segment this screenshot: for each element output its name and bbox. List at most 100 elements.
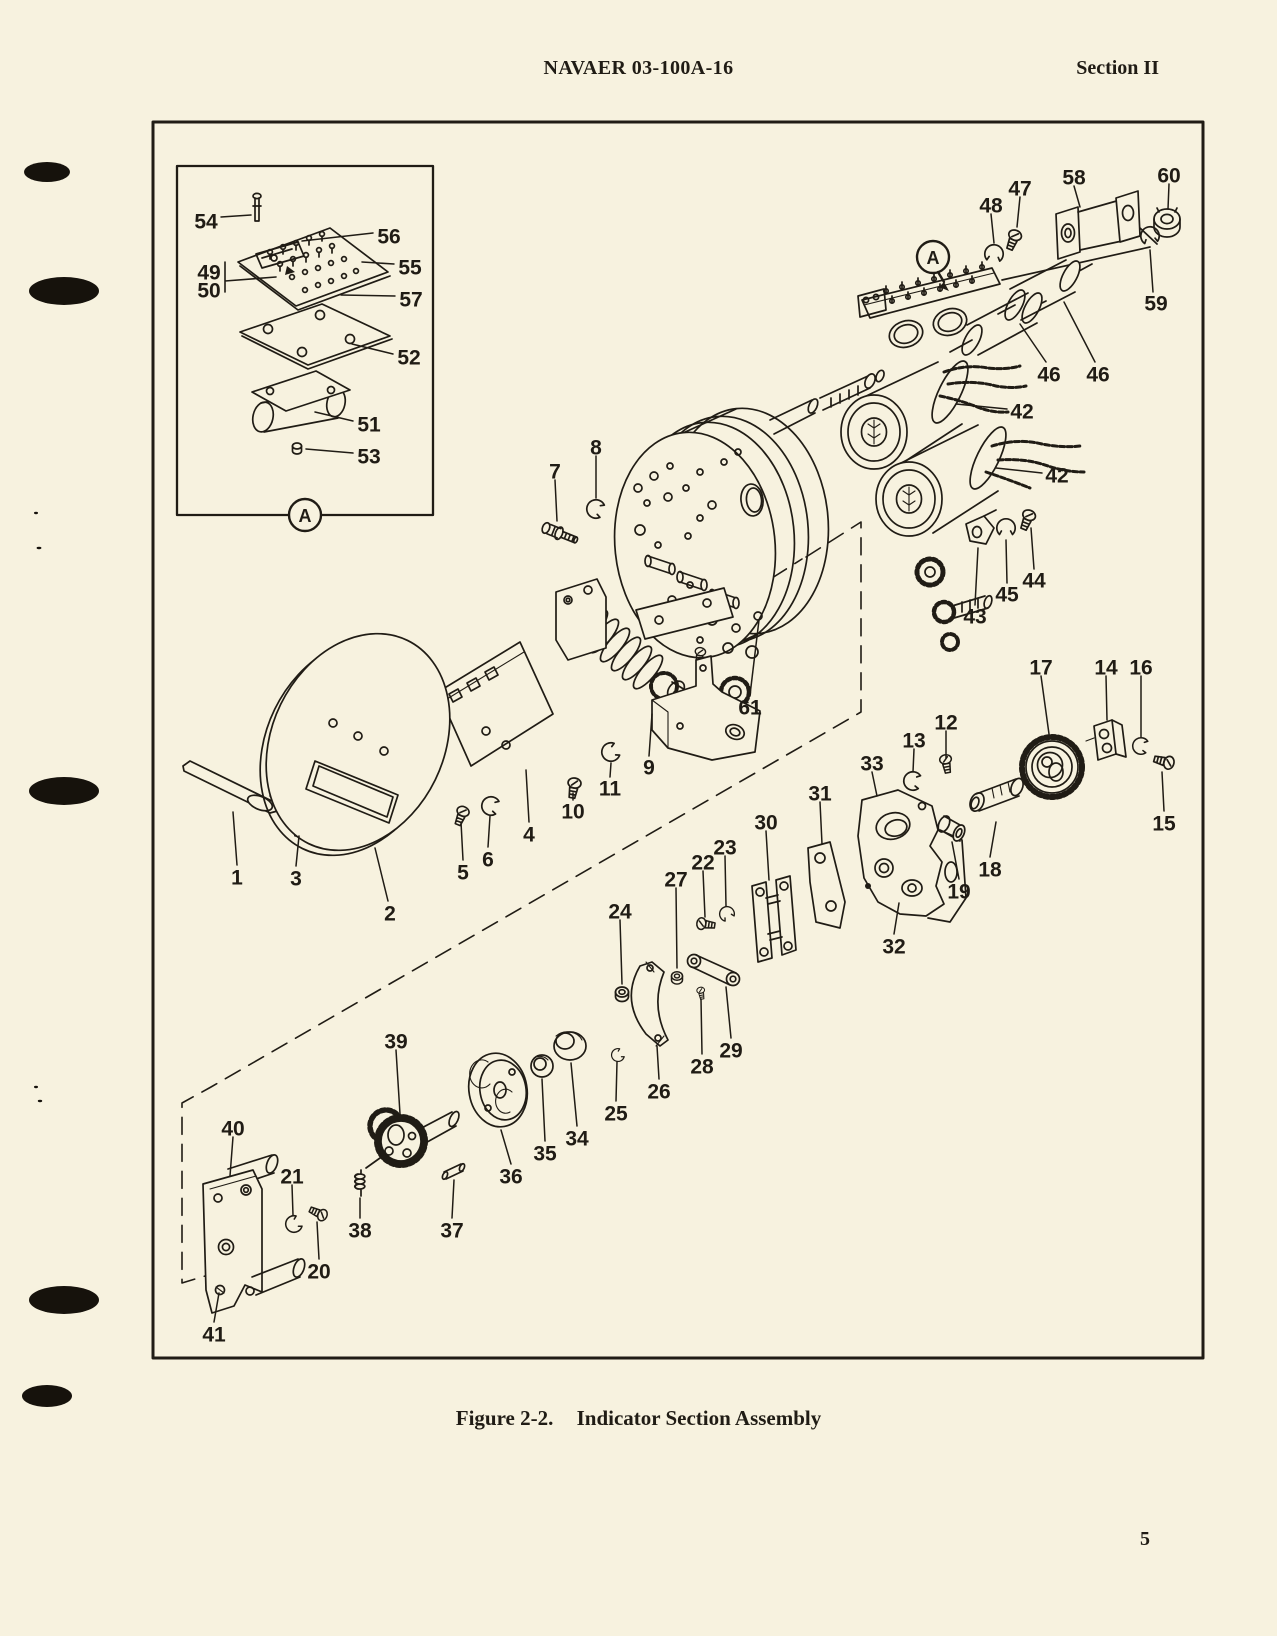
callout-55: 55 (398, 257, 422, 280)
leader-2 (374, 847, 389, 902)
callout-59: 59 (1144, 293, 1167, 316)
part-28-screw (695, 986, 707, 1001)
callout-20: 20 (307, 1261, 330, 1284)
callout-52: 52 (397, 347, 420, 370)
part-35-ring (530, 1054, 554, 1078)
detail-a-arrow (936, 270, 949, 291)
part-46-coil-tubes (949, 259, 1093, 356)
leader-53 (305, 448, 354, 454)
callout-43: 43 (963, 606, 986, 629)
part-18-coupling (969, 777, 1024, 812)
leader-5 (460, 821, 464, 861)
leader-42 (995, 467, 1043, 474)
leader-60 (1167, 183, 1170, 210)
part-11-retainer (597, 740, 622, 766)
callout-54: 54 (194, 211, 218, 234)
part-47-screw (1002, 227, 1024, 253)
callout-34: 34 (565, 1128, 589, 1151)
part-55-terminal-board (237, 227, 391, 311)
leader-44 (1030, 527, 1035, 570)
part-51-lamp-clamp (251, 370, 351, 433)
part-20-screw (306, 1203, 330, 1224)
part-52-insulator-plate (239, 303, 393, 370)
callout-23: 23 (713, 837, 736, 860)
part-60-nut (1153, 207, 1181, 238)
leader-56 (301, 232, 374, 242)
leader-58 (1073, 185, 1081, 208)
section-label: Section II (1076, 57, 1159, 79)
callout-53: 53 (357, 446, 380, 469)
leader-59 (1149, 249, 1154, 293)
leader-52 (351, 343, 394, 355)
part-54-pin (252, 192, 262, 222)
leader-37 (451, 1179, 455, 1219)
leader-27 (675, 887, 678, 969)
callout-42: 42 (1010, 401, 1033, 424)
figure-border (151, 120, 1205, 1360)
part-16-retainer (1130, 735, 1149, 756)
part-53-nut (291, 442, 303, 455)
callout-5: 5 (457, 862, 469, 885)
leader-46 (1063, 301, 1096, 363)
leader-21 (291, 1184, 294, 1216)
leader-39 (395, 1049, 401, 1115)
standoff-pins (644, 554, 740, 610)
part-6-retainer (478, 793, 501, 818)
callout-21: 21 (280, 1166, 304, 1189)
leader-23 (724, 855, 727, 907)
leader-26 (656, 1045, 660, 1080)
leader-51 (314, 411, 354, 422)
part-24-nut (614, 986, 630, 1003)
leader-15 (1161, 771, 1165, 812)
leader-28 (700, 998, 703, 1055)
leader-7 (554, 479, 558, 522)
part-17-gear (1019, 734, 1085, 800)
callout-50: 50 (197, 280, 220, 303)
part-42-motor-lower (875, 424, 1086, 537)
part-49-50-bracket (224, 241, 305, 293)
leader-24 (619, 919, 623, 985)
callout-25: 25 (604, 1103, 628, 1126)
callout-48: 48 (979, 195, 1003, 218)
part-13-retainer (901, 769, 922, 793)
part-21-retainer (281, 1213, 304, 1237)
part-38-spring (354, 1169, 366, 1197)
leader-47 (1016, 196, 1021, 228)
part-29-link (686, 953, 741, 987)
leader-42 (955, 403, 1008, 410)
figure-title: Indicator Section Assembly (576, 1406, 822, 1430)
detail-marker-circle-0 (287, 497, 323, 533)
figure-label: Figure 2-2. (455, 1406, 554, 1430)
callout-39: 39 (384, 1031, 407, 1054)
callout-8: 8 (590, 437, 602, 460)
callout-32: 32 (882, 936, 905, 959)
part-37-pin (441, 1162, 466, 1181)
detail-a-board-assembly (857, 261, 1001, 349)
part-61-main-plate-assembly (613, 369, 993, 710)
part-42-motor-upper (840, 360, 1028, 470)
part-22-screw (695, 916, 717, 933)
leader-36 (500, 1129, 512, 1165)
leader-18 (989, 821, 997, 858)
document-number: NAVAER 03-100A-16 (543, 57, 734, 79)
binder-marks (22, 162, 99, 1407)
callout-28: 28 (690, 1056, 714, 1079)
part-36-cam-plate (467, 1052, 529, 1128)
leader-20 (316, 1221, 320, 1260)
part-40-41-bracket (202, 1154, 306, 1314)
callout-37: 37 (440, 1220, 463, 1243)
callout-1: 1 (231, 867, 243, 890)
part-15-screw (1151, 751, 1177, 772)
leader-57 (340, 294, 396, 297)
leader-6 (487, 815, 491, 848)
leader-32 (893, 902, 900, 935)
leader-1 (232, 811, 238, 866)
figure-caption: Figure 2-2. Indicator Section Assembly (0, 1406, 1277, 1431)
callout-11: 11 (599, 778, 622, 801)
callout-15: 15 (1152, 813, 1176, 836)
callout-33: 33 (860, 753, 883, 776)
leader-54 (220, 214, 252, 218)
callout-56: 56 (377, 226, 400, 249)
part-39-sprocket (365, 1107, 460, 1169)
